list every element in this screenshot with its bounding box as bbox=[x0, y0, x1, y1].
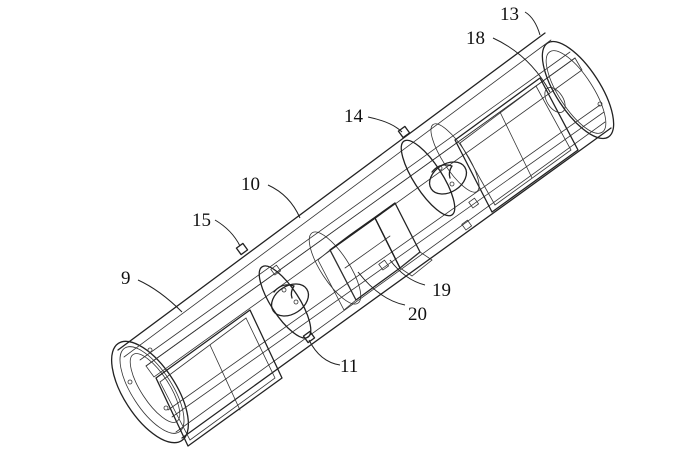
label-10: 10 bbox=[241, 174, 260, 195]
partition-rings bbox=[258, 123, 480, 339]
label-9: 9 bbox=[121, 268, 131, 289]
left-end-ring bbox=[110, 340, 190, 444]
label-15: 15 bbox=[192, 210, 211, 231]
reference-numerals: 9 10 11 13 14 15 18 19 20 bbox=[121, 4, 519, 377]
outer-tube bbox=[117, 32, 612, 439]
right-clamp bbox=[428, 87, 566, 195]
right-end-ring bbox=[541, 40, 615, 140]
left-clamp bbox=[270, 283, 310, 317]
right-cartridge bbox=[454, 77, 579, 213]
leader-lines bbox=[137, 11, 551, 366]
label-13: 13 bbox=[500, 4, 519, 25]
label-11: 11 bbox=[340, 356, 358, 377]
label-14: 14 bbox=[344, 106, 364, 127]
label-18: 18 bbox=[466, 28, 485, 49]
left-cartridge bbox=[155, 309, 283, 447]
upper-hatched-strip bbox=[145, 57, 583, 378]
central-block bbox=[317, 202, 433, 311]
label-20: 20 bbox=[408, 304, 427, 325]
label-19: 19 bbox=[432, 280, 451, 301]
